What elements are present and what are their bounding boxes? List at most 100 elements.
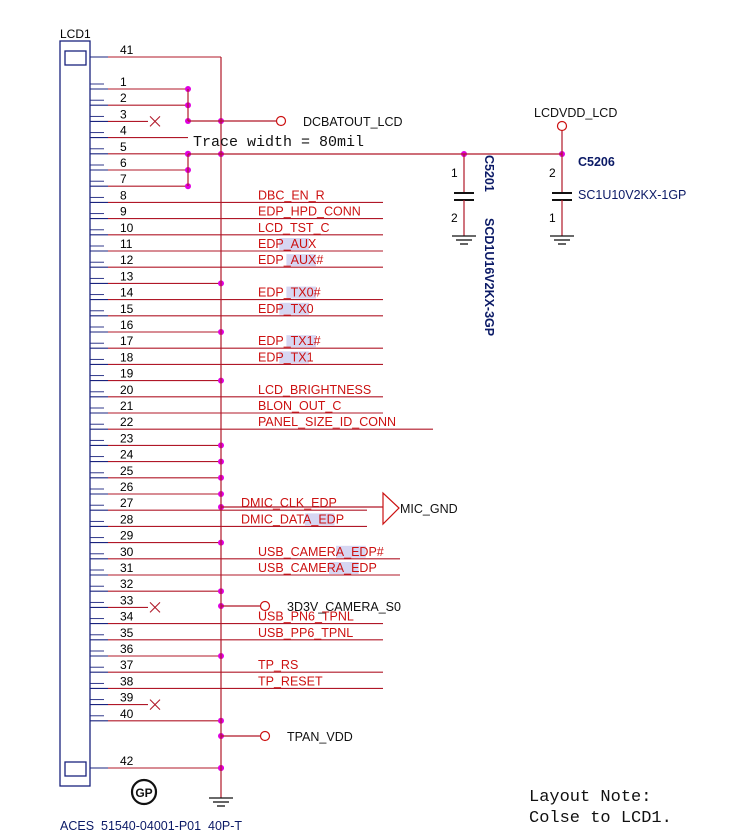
- pin-number-42: 42: [120, 754, 134, 768]
- net-highlight-14: [286, 286, 316, 299]
- pin-number-35: 35: [120, 626, 134, 640]
- connector-mount-tab-bottom: [64, 761, 87, 777]
- pin-number-15: 15: [120, 302, 134, 316]
- lcdvdd-label: LCDVDD_LCD: [534, 106, 617, 120]
- net-label-28: DMIC_DATA_EDP: [241, 512, 344, 526]
- connector-ref-label: LCD1: [60, 27, 91, 41]
- pin-number-1: 1: [120, 75, 127, 89]
- ground-symbol-main: [209, 797, 233, 807]
- pin-number-26: 26: [120, 480, 134, 494]
- mic-gnd-triangle-symbol: [382, 491, 400, 526]
- c5206-pin-top: 2: [549, 166, 556, 180]
- pin-number-24: 24: [120, 448, 134, 462]
- pin-number-7: 7: [120, 172, 127, 186]
- net-label-11: EDP_AUX: [258, 237, 317, 251]
- net-label-38: TP_RESET: [258, 674, 323, 688]
- net-label-21: BLON_OUT_C: [258, 399, 341, 413]
- net-label-18: EDP_TX1: [258, 350, 314, 364]
- pin-number-21: 21: [120, 399, 134, 413]
- pin-number-8: 8: [120, 188, 127, 202]
- net-highlight-17: [286, 335, 316, 348]
- dcbatout-port-symbol: [275, 115, 287, 127]
- tpan-power-label: TPAN_VDD: [287, 730, 353, 744]
- capacitor-c5201: 1 2 C5201 SCD1U16V2KX-3GP: [451, 154, 496, 336]
- pin-number-20: 20: [120, 383, 134, 397]
- pin-number-14: 14: [120, 286, 134, 300]
- pin-number-37: 37: [120, 658, 134, 672]
- net-highlight-11: [279, 238, 309, 250]
- net-label-31: USB_CAMERA_EDP: [258, 561, 377, 575]
- pin-number-5: 5: [120, 140, 127, 154]
- pin-number-10: 10: [120, 221, 134, 235]
- mic-gnd-label: MIC_GND: [400, 502, 458, 516]
- pin-number-19: 19: [120, 367, 134, 381]
- pin-number-23: 23: [120, 431, 134, 445]
- pin-number-9: 9: [120, 205, 127, 219]
- c5201-ref: C5201: [482, 155, 496, 192]
- dcbatout-label: DCBATOUT_LCD: [303, 115, 403, 129]
- net-highlight-28: [304, 513, 335, 526]
- layout-note-body: Colse to LCD1.: [529, 809, 672, 828]
- net-highlight-30: [336, 545, 366, 558]
- pin-number-16: 16: [120, 318, 134, 332]
- layout-note-title: Layout Note:: [529, 788, 651, 807]
- pin-number-11: 11: [120, 237, 133, 251]
- capacitor-c5206: 2 1 C5206 SC1U10V2KX-1GP: [549, 154, 686, 245]
- net-label-34: USB_PN6_TPNL: [258, 610, 354, 624]
- net-label-17: EDP_TX1#: [258, 334, 321, 348]
- wiring: [187, 57, 563, 798]
- net-highlight-12: [286, 254, 316, 267]
- pin-number-40: 40: [120, 707, 134, 721]
- no-connect-mark-39-b: [149, 699, 161, 710]
- c5201-value: SCD1U16V2KX-3GP: [482, 218, 496, 336]
- pin-number-38: 38: [120, 674, 134, 688]
- junction-dot-7: [185, 183, 191, 190]
- net-highlight-15: [279, 302, 309, 315]
- c5206-value: SC1U10V2KX-1GP: [578, 188, 686, 202]
- pin-number-33: 33: [120, 593, 134, 607]
- pin-number-28: 28: [120, 512, 134, 526]
- pin-number-36: 36: [120, 642, 134, 656]
- no-connect-mark-3-b: [149, 116, 161, 127]
- net-label-14: EDP_TX0#: [258, 286, 321, 300]
- pin-number-2: 2: [120, 91, 127, 105]
- pin-number-6: 6: [120, 156, 127, 170]
- camera-port-symbol: [259, 600, 271, 612]
- pin-number-3: 3: [120, 107, 127, 121]
- net-label-20: LCD_BRIGHTNESS: [258, 383, 371, 397]
- pin-number-12: 12: [120, 253, 134, 267]
- net-label-35: USB_PP6_TPNL: [258, 626, 353, 640]
- pin-number-4: 4: [120, 124, 127, 138]
- gp-mark-text: GP: [135, 786, 152, 800]
- pin-number-29: 29: [120, 529, 134, 543]
- pin-number-41: 41: [120, 43, 134, 57]
- trace-width-note: Trace width = 80mil: [193, 134, 364, 151]
- pin-number-22: 22: [120, 415, 134, 429]
- gp-mark-circle: [130, 778, 158, 806]
- connector-mount-tab-top: [64, 50, 87, 66]
- net-highlight-18: [279, 351, 309, 364]
- net-label-9: EDP_HPD_CONN: [258, 205, 361, 219]
- tpan-port-symbol: [259, 730, 271, 742]
- connector-part-number: ACES_51540-04001-P01_40P-T: [60, 819, 242, 831]
- net-label-10: LCD_TST_C: [258, 221, 330, 235]
- c5201-pin-bottom: 2: [451, 211, 458, 225]
- connector-body: [59, 40, 91, 787]
- camera-power-label: 3D3V_CAMERA_S0: [287, 600, 401, 614]
- pin-number-13: 13: [120, 269, 134, 283]
- c5206-pin-bottom: 1: [549, 211, 556, 225]
- pin-number-31: 31: [120, 561, 134, 575]
- net-label-12: EDP_AUX#: [258, 253, 323, 267]
- pin-number-32: 32: [120, 577, 134, 591]
- net-label-8: DBC_EN_R: [258, 188, 325, 202]
- net-label-37: TP_RS: [258, 658, 298, 672]
- pin-number-30: 30: [120, 545, 134, 559]
- pin-number-18: 18: [120, 350, 134, 364]
- pin-number-39: 39: [120, 691, 134, 705]
- net-highlight-31: [329, 562, 359, 574]
- c5201-pin-top: 1: [451, 166, 458, 180]
- net-label-15: EDP_TX0: [258, 302, 314, 316]
- net-label-22: PANEL_SIZE_ID_CONN: [258, 415, 396, 429]
